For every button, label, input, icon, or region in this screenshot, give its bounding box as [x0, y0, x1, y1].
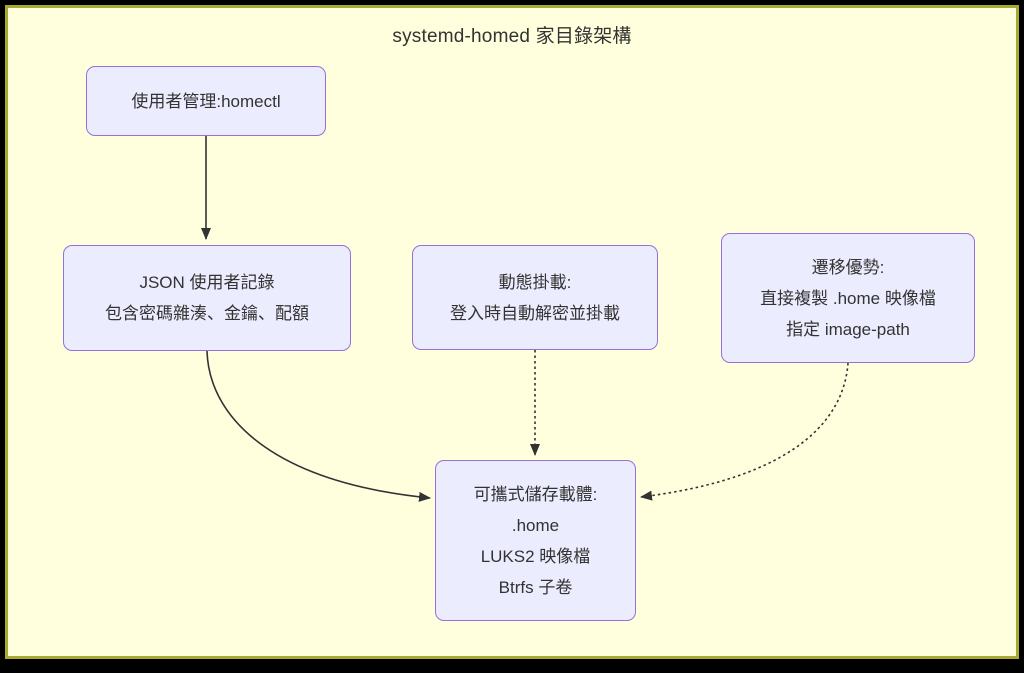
node-line: LUKS2 映像檔 — [480, 546, 591, 566]
node-line: 直接複製 .home 映像檔 — [760, 288, 936, 308]
diagram-frame: systemd-homed 家目錄架構 使用者管理:homectl JSON 使… — [5, 5, 1019, 659]
node-line: 動態掛載: — [498, 272, 572, 292]
node-line: Btrfs 子卷 — [498, 577, 573, 597]
node-json-user-record: JSON 使用者記錄 包含密碼雜湊、金鑰、配額 — [63, 245, 351, 351]
node-line: 使用者管理:homectl — [131, 91, 281, 111]
node-line: 可攜式儲存載體: — [473, 484, 598, 504]
node-portable-storage: 可攜式儲存載體: .home LUKS2 映像檔 Btrfs 子卷 — [435, 460, 636, 621]
node-line: .home — [511, 515, 560, 535]
node-migration-advantage: 遷移優勢: 直接複製 .home 映像檔 指定 image-path — [721, 233, 975, 363]
node-line: 遷移優勢: — [811, 257, 885, 277]
node-line: 指定 image-path — [786, 319, 910, 339]
edge-json-record-to-portable-storage — [206, 350, 431, 502]
edge-migration-to-portable-storage — [640, 362, 849, 501]
node-user-management-homectl: 使用者管理:homectl — [86, 66, 326, 136]
node-line: JSON 使用者記錄 — [139, 273, 275, 292]
diagram-title: systemd-homed 家目錄架構 — [392, 26, 632, 47]
node-line: 登入時自動解密並掛載 — [450, 303, 620, 323]
node-dynamic-mount: 動態掛載: 登入時自動解密並掛載 — [412, 245, 658, 350]
node-line: 包含密碼雜湊、金鑰、配額 — [105, 304, 309, 323]
